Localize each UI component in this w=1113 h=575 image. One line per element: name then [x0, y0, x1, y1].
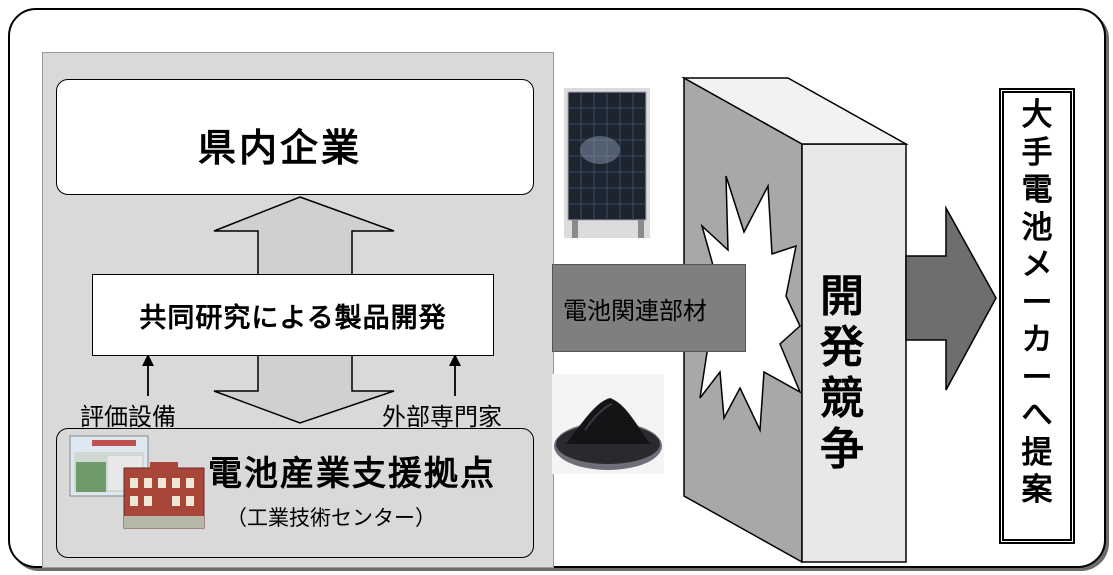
- major-battery-maker-box: [999, 88, 1075, 544]
- black-powder-photo: [552, 374, 664, 474]
- up-arrow: [213, 196, 395, 277]
- major-battery-maker-char-9: 提: [1021, 434, 1053, 471]
- development-competition-char-1: 発: [820, 321, 864, 373]
- development-competition-char-2: 競: [820, 372, 864, 424]
- support-center-box: [56, 428, 534, 558]
- target-arrow: [905, 205, 997, 391]
- input-label-evaluation-equipment: 評価設備: [80, 403, 176, 431]
- joint-development-box: 共同研究による製品開発: [92, 274, 494, 356]
- company-label: 県内企業: [198, 126, 363, 170]
- major-battery-maker-char-4: メ: [1021, 247, 1053, 283]
- down-arrow: [213, 353, 395, 424]
- support-center-sublabel: （工業技術センター）: [226, 506, 436, 530]
- building-photo-icon: [69, 435, 205, 529]
- major-battery-maker-label: 大手電池メーカーへ提案: [1003, 97, 1071, 513]
- input-label-external-experts: 外部専門家: [382, 403, 502, 431]
- major-battery-maker-char-2: 電: [1021, 172, 1053, 208]
- development-competition-char-3: 争: [820, 423, 864, 475]
- major-battery-maker-char-0: 大: [1021, 97, 1053, 133]
- major-battery-maker-char-10: 案: [1021, 472, 1053, 508]
- company-box: [56, 79, 534, 195]
- development-competition-label: 開発競争: [808, 271, 876, 479]
- major-battery-maker-char-3: 池: [1021, 209, 1053, 246]
- input-arrow-left: [142, 354, 154, 396]
- battery-materials-label: 電池関連部材: [563, 296, 707, 325]
- wall-top: [681, 77, 909, 145]
- major-battery-maker-char-8: へ: [1021, 397, 1053, 433]
- major-battery-maker-char-7: ー: [1021, 359, 1053, 396]
- development-competition-char-0: 開: [820, 271, 864, 322]
- major-battery-maker-char-5: ー: [1021, 284, 1053, 321]
- major-battery-maker-char-1: 手: [1021, 134, 1053, 171]
- input-arrow-right: [449, 354, 461, 396]
- joint-development-label: 共同研究による製品開発: [139, 302, 447, 334]
- major-battery-maker-char-6: カ: [1021, 322, 1053, 358]
- solar-panel-photo: [564, 88, 650, 238]
- support-center-label: 電池産業支援拠点: [208, 454, 496, 494]
- battery-materials-box: 電池関連部材: [552, 264, 746, 352]
